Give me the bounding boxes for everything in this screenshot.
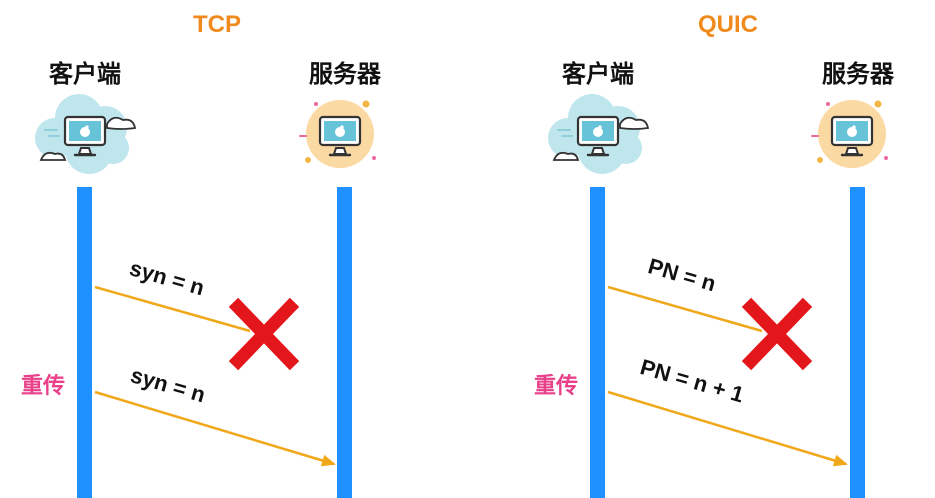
client-label: 客户端 <box>562 60 634 88</box>
client-lifeline <box>77 187 92 498</box>
lost-message-arrow <box>607 285 763 333</box>
retransmit-message-label: syn = n <box>128 362 208 407</box>
computer-sun-icon <box>299 100 376 168</box>
red-x-icon <box>228 297 300 371</box>
panel-quic: QUIC 客户端 服务器 <box>534 11 895 498</box>
server-label: 服务器 <box>309 60 382 88</box>
retransmit-label: 重传 <box>21 374 65 399</box>
retransmit-message-label: PN = n + 1 <box>637 354 746 407</box>
computer-sun-icon <box>811 100 888 168</box>
retransmit-message-arrow <box>94 390 336 467</box>
panel-title: QUIC <box>698 11 758 38</box>
red-x-icon <box>741 297 813 371</box>
server-lifeline <box>337 187 352 498</box>
panel-tcp: TCP 客户端 服务器 <box>21 11 382 498</box>
panel-title: TCP <box>193 11 241 38</box>
lost-message-label: syn = n <box>127 255 207 300</box>
lost-message-label: PN = n <box>645 253 718 296</box>
lost-message-arrow <box>94 285 251 333</box>
server-label: 服务器 <box>822 60 895 88</box>
client-lifeline <box>590 187 605 498</box>
retransmit-message-arrow <box>607 390 848 467</box>
client-label: 客户端 <box>49 60 121 88</box>
server-lifeline <box>850 187 865 498</box>
retransmit-label: 重传 <box>534 374 578 399</box>
computer-cloud-icon <box>548 94 650 174</box>
computer-cloud-icon <box>35 94 137 174</box>
